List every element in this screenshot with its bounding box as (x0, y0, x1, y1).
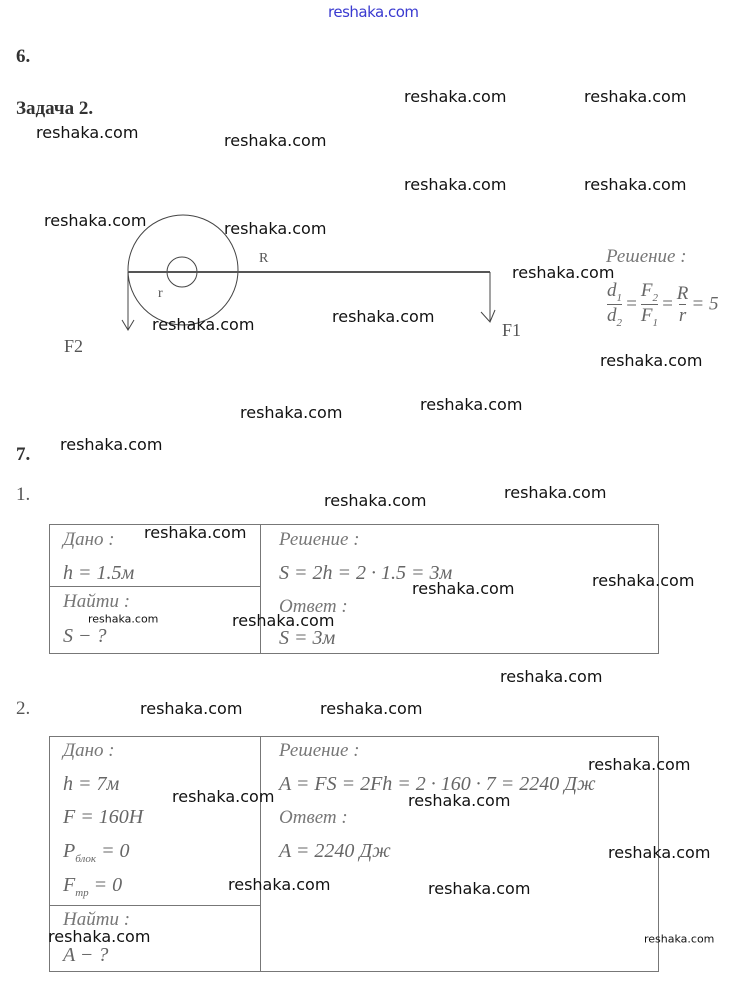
watermark: reshaka.com (608, 843, 711, 862)
watermark: reshaka.com (404, 175, 507, 194)
divider (260, 524, 261, 653)
problem-1-table (49, 524, 659, 654)
label-F2: F2 (64, 336, 84, 356)
p2-given-h: h = 7м (63, 773, 120, 795)
p2-given-Ftr: Fтр = 0 (63, 874, 123, 899)
p1-given-heading: Дано : (63, 529, 115, 550)
watermark: reshaka.com (584, 175, 687, 194)
watermark: reshaka.com (320, 699, 423, 718)
watermark: reshaka.com (412, 579, 515, 598)
watermark: reshaka.com (332, 307, 435, 326)
label-R: R (259, 251, 269, 266)
section-7-number: 7. (16, 444, 31, 465)
watermark: reshaka.com (420, 395, 523, 414)
watermark: reshaka.com (428, 879, 531, 898)
watermark: reshaka.com (152, 315, 255, 334)
p2-answer-heading: Ответ : (279, 807, 348, 828)
watermark: reshaka.com (500, 667, 603, 686)
p2-find: A − ? (63, 944, 109, 966)
watermark: reshaka.com (644, 932, 715, 946)
problem-1-number: 1. (16, 484, 31, 505)
divider (260, 736, 261, 971)
large-wheel (127, 214, 239, 326)
watermark: reshaka.com (584, 87, 687, 106)
p1-solution: S = 2h = 2 · 1.5 = 3м (279, 562, 453, 584)
watermark: reshaka.com (224, 219, 327, 238)
watermark: reshaka.com (408, 791, 511, 810)
divider (49, 905, 260, 906)
p2-given-P: Pблок = 0 (63, 840, 130, 865)
watermark: reshaka.com (144, 523, 247, 542)
label-r: r (158, 286, 163, 301)
force-F2-arrow (121, 272, 135, 331)
p1-find: S − ? (63, 625, 107, 647)
watermark: reshaka.com (44, 211, 147, 230)
watermark: reshaka.com (48, 927, 151, 946)
lever-pulley-diagram (121, 214, 496, 331)
solution-heading: Решение : (606, 246, 687, 267)
header-watermark[interactable]: reshaka.com (328, 3, 419, 21)
section-6-number: 6. (16, 46, 31, 67)
watermark: reshaka.com (240, 403, 343, 422)
watermark: reshaka.com (512, 263, 615, 282)
watermark: reshaka.com (140, 699, 243, 718)
p1-answer-heading: Ответ : (279, 596, 348, 617)
p2-given-heading: Дано : (63, 740, 115, 761)
p2-answer: A = 2240 Дж (279, 840, 391, 862)
p2-find-heading: Найти : (63, 909, 131, 930)
watermark: reshaka.com (88, 612, 159, 626)
problem-2-table (49, 736, 659, 972)
label-F1: F1 (502, 320, 522, 340)
p2-given-F: F = 160H (63, 806, 144, 828)
watermark: reshaka.com (228, 875, 331, 894)
p1-find-heading: Найти : (63, 591, 131, 612)
watermark: reshaka.com (232, 611, 335, 630)
watermark: reshaka.com (172, 787, 275, 806)
p1-solution-heading: Решение : (279, 529, 360, 550)
watermark: reshaka.com (592, 571, 695, 590)
watermark: reshaka.com (404, 87, 507, 106)
p2-solution: A = FS = 2Fh = 2 · 160 · 7 = 2240 Дж (279, 773, 596, 795)
p1-answer: S = 3м (279, 627, 336, 649)
task-title: Задача 2. (16, 98, 94, 119)
watermark: reshaka.com (588, 755, 691, 774)
force-F1-arrow (480, 272, 496, 323)
watermark: reshaka.com (224, 131, 327, 150)
p2-solution-heading: Решение : (279, 740, 360, 761)
watermark: reshaka.com (60, 435, 163, 454)
watermark: reshaka.com (600, 351, 703, 370)
watermark: reshaka.com (504, 483, 607, 502)
divider (49, 586, 260, 587)
p1-given-h: h = 1.5м (63, 562, 135, 584)
problem-2-number: 2. (16, 698, 31, 719)
watermark: reshaka.com (36, 123, 139, 142)
watermark: reshaka.com (324, 491, 427, 510)
